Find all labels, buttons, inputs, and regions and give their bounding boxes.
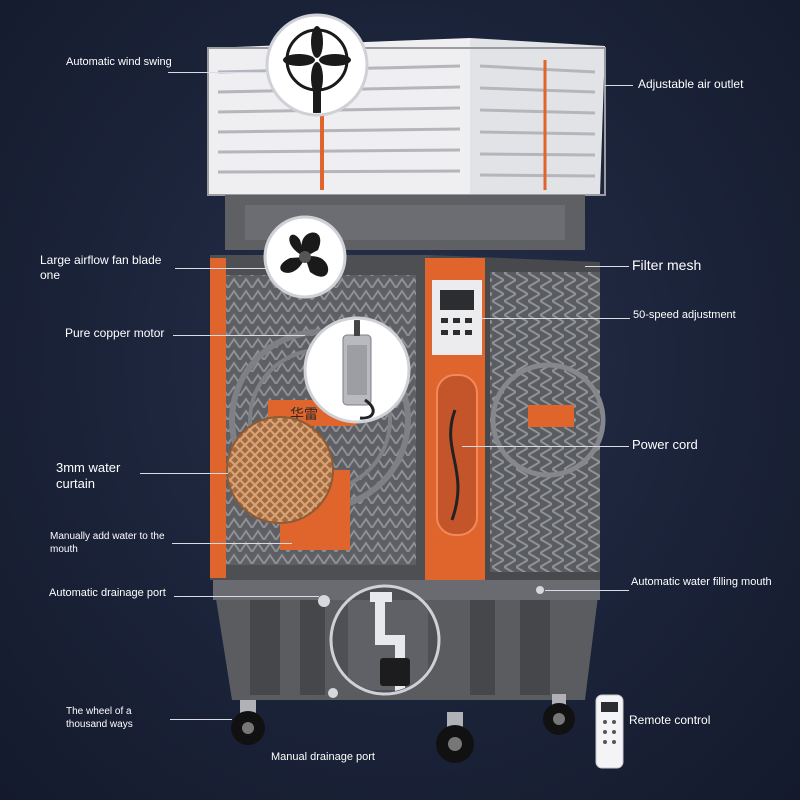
label-wheel: The wheel of a thousand ways [66, 706, 133, 730]
label-power-cord: Power cord [632, 437, 698, 452]
fan-blade-inset [263, 215, 347, 299]
label-manual-drainage: Manual drainage port [271, 751, 375, 763]
copper-motor-inset [303, 316, 411, 424]
label-speed-adjust: 50-speed adjustment [633, 309, 736, 321]
label-auto-drainage: Automatic drainage port [49, 587, 166, 599]
label-remote-control: Remote control [629, 713, 711, 727]
leader-line [140, 473, 228, 474]
label-large-fan-blade: Large airflow fan blade one [40, 253, 162, 282]
label-manual-add-water: Manually add water to the mouth [50, 531, 165, 555]
leader-line [170, 719, 232, 720]
water-curtain-inset [226, 416, 334, 524]
leader-line [175, 268, 267, 269]
label-water-curtain: 3mm water curtain [56, 460, 121, 492]
leader-line [172, 543, 292, 544]
wind-swing-fan-inset [265, 13, 369, 117]
leader-line [480, 318, 630, 319]
remote-control-image [595, 694, 624, 769]
label-auto-water-filling: Automatic water filling mouth [631, 576, 772, 588]
leader-line [462, 446, 629, 447]
leader-line [545, 590, 629, 591]
leader-line [173, 335, 305, 336]
leader-line [168, 72, 268, 73]
leader-line [174, 596, 319, 597]
caster-wheels [231, 694, 575, 763]
label-copper-motor: Pure copper motor [65, 326, 165, 340]
leader-line [585, 266, 629, 267]
leader-line [605, 85, 633, 86]
label-auto-wind-swing: Automatic wind swing [66, 56, 172, 68]
drainage-inset [329, 584, 441, 696]
label-adjustable-outlet: Adjustable air outlet [638, 77, 744, 91]
label-filter-mesh: Filter mesh [632, 257, 702, 273]
